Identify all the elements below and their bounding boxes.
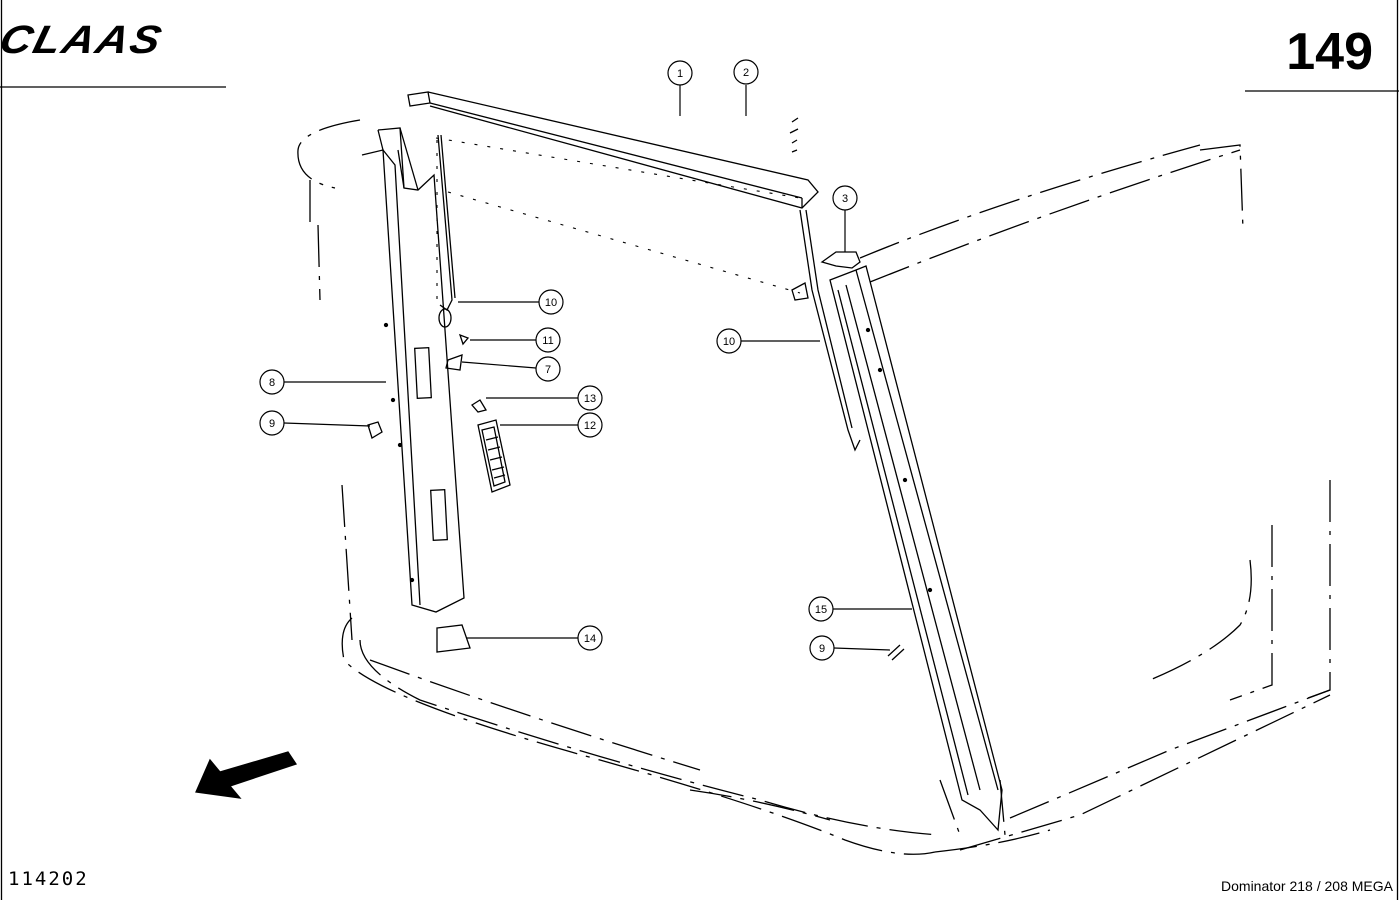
seal-piece: [436, 624, 471, 653]
callout-2: 2: [733, 59, 759, 116]
right-clip: [887, 644, 905, 661]
upper-cross-member: [407, 91, 819, 209]
callout-14: 14: [466, 625, 603, 651]
callout-10-right-label: 10: [723, 336, 735, 348]
callout-7-label: 7: [545, 364, 551, 376]
callout-10-left-label: 10: [545, 297, 557, 309]
callout-14-label: 14: [584, 633, 596, 645]
callout-12: 12: [500, 412, 603, 438]
machine-model: Dominator 218 / 208 MEGA: [1221, 878, 1393, 894]
callout-13: 13: [486, 385, 603, 411]
left-rod: [437, 134, 470, 371]
callout-3: 3: [832, 185, 858, 252]
callout-1-label: 1: [677, 68, 683, 80]
callout-12-label: 12: [584, 420, 596, 432]
assembly-guide-lines: [435, 137, 801, 300]
callout-9-right: 9: [809, 635, 891, 661]
callout-13-label: 13: [584, 393, 596, 405]
drawing-number: 114202: [8, 868, 89, 890]
cab-outline: [297, 119, 1331, 855]
callout-9-left: 9: [259, 410, 371, 436]
left-clip: [367, 421, 383, 439]
callout-2-label: 2: [743, 67, 749, 79]
callout-3-label: 3: [842, 193, 848, 205]
callout-15: 15: [808, 596, 912, 622]
right-rod: [791, 209, 861, 452]
right-post: [829, 265, 1003, 832]
brand-logo: CLAAS: [0, 18, 232, 68]
callout-8-label: 8: [269, 377, 275, 389]
page-number: 149: [1286, 23, 1373, 81]
brand-logo-text: CLAAS: [0, 18, 168, 63]
callout-11: 11: [470, 327, 561, 353]
callout-10-left: 10: [458, 289, 564, 315]
callout-10-right: 10: [716, 328, 820, 354]
callout-9-right-label: 9: [819, 643, 825, 655]
left-post: [361, 127, 465, 613]
callout-15-label: 15: [815, 604, 827, 616]
direction-arrow-icon: [195, 751, 298, 799]
callout-8: 8: [259, 369, 386, 395]
callout-11-label: 11: [542, 335, 553, 347]
callout-1: 1: [667, 60, 693, 116]
callout-9-left-label: 9: [269, 418, 275, 430]
vent-grille: [471, 399, 511, 493]
callout-7: 7: [461, 356, 561, 382]
top-bracket: [820, 251, 861, 269]
